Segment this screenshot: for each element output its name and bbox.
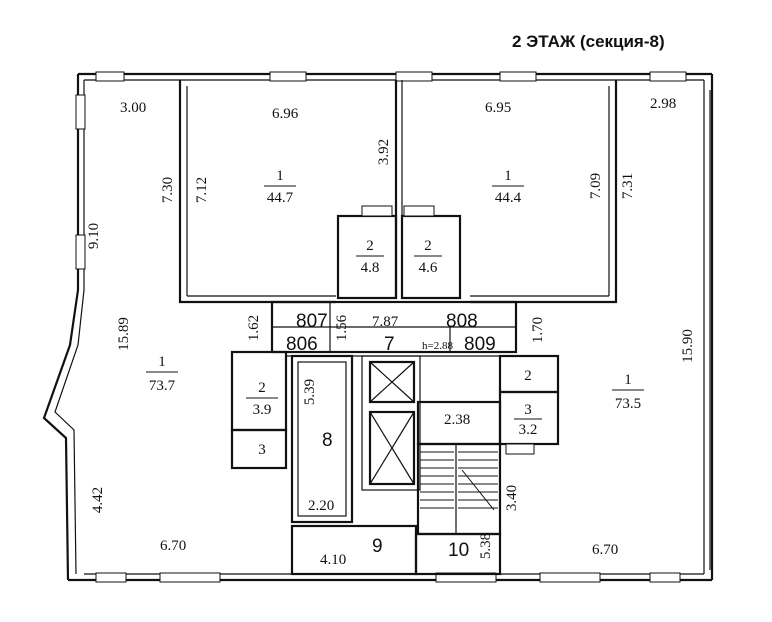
dim-15-89: 15.89 [116,317,132,351]
svg-text:44.7: 44.7 [267,190,294,206]
dim-6-95: 6.95 [485,100,511,116]
svg-text:2: 2 [424,238,432,254]
dim-9-10: 9.10 [86,223,102,249]
room-number-8: 8 [322,430,333,451]
dim-7-12: 7.12 [194,177,210,203]
svg-text:2: 2 [258,380,266,396]
svg-text:1: 1 [624,372,632,388]
room-nw: 1 44.7 [264,168,296,206]
dim-5-39: 5.39 [302,379,318,405]
dimension-labels: 3.00 6.96 6.95 2.98 6.70 6.70 2.20 4.10 … [86,96,696,568]
svg-text:3: 3 [524,402,532,418]
room-number-9: 9 [372,536,383,557]
svg-text:3.2: 3.2 [519,422,538,438]
room-number-807: 807 [296,311,328,332]
dim-7-09: 7.09 [588,173,604,199]
room-number-10: 10 [448,540,469,561]
room-number-806: 806 [286,334,318,355]
room-west-hall: 1 73.7 [146,354,178,394]
floor-title: 2 ЭТАЖ (секция-8) [512,32,665,51]
dim-1-62: 1.62 [246,315,262,341]
dim-7-87: 7.87 [372,314,399,330]
room-number-7: 7 [384,334,395,355]
svg-text:73.5: 73.5 [615,396,641,412]
dim-6-96: 6.96 [272,106,299,122]
dim-4-10: 4.10 [320,552,346,568]
room-ne: 1 44.4 [492,168,524,206]
room-number-809: 809 [464,334,496,355]
dim-3-92: 3.92 [376,139,392,165]
svg-text:4.8: 4.8 [361,260,380,276]
dim-5-38: 5.38 [478,533,494,559]
dim-7-31: 7.31 [620,173,636,199]
svg-text:4.6: 4.6 [419,260,438,276]
dim-1-70: 1.70 [530,317,546,343]
dim-6-70-east: 6.70 [592,542,618,558]
svg-text:44.4: 44.4 [495,190,522,206]
dim-3-40: 3.40 [504,485,520,511]
svg-text:1: 1 [276,168,284,184]
ceiling-height: h=2.88 [422,340,453,352]
dim-2-98: 2.98 [650,96,676,112]
interior-walls [178,80,618,576]
dim-1-56: 1.56 [334,314,350,341]
dim-4-42: 4.42 [90,487,106,513]
svg-text:1: 1 [158,354,166,370]
room-closet-right: 2 4.6 [414,238,442,276]
svg-text:3.9: 3.9 [253,402,272,418]
stair-treads [420,451,498,511]
dim-3-00: 3.00 [120,100,146,116]
room-east-small3: 3 3.2 [514,402,542,438]
windows [75,71,711,583]
room-labels: 1 44.7 1 44.4 2 4.8 2 4.6 1 73.7 2 3.9 [146,168,644,561]
dim-15-90: 15.90 [680,329,696,363]
svg-text:2: 2 [366,238,374,254]
dim-2-38: 2.38 [444,412,470,428]
room-east-hall: 1 73.5 [612,372,644,412]
room-east-small2: 2 [524,368,532,384]
room-number-808: 808 [446,311,478,332]
room-closet-left: 2 4.8 [356,238,384,276]
svg-text:1: 1 [504,168,512,184]
svg-text:73.7: 73.7 [149,378,176,394]
dim-2-20: 2.20 [308,498,334,514]
room-west-small: 2 3.9 [246,380,278,418]
dim-7-30: 7.30 [160,177,176,203]
room-west-wc: 3 [258,442,266,458]
dim-6-70-west: 6.70 [160,538,186,554]
